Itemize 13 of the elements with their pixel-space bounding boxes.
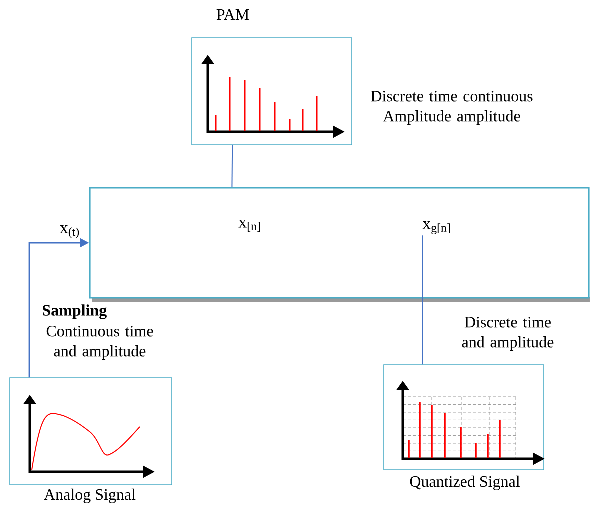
edge-label: x$_{(t)}$ <box>60 226 80 238</box>
connector-line <box>422 235 424 366</box>
description-text: Continuous time and amplitude <box>46 326 154 360</box>
chart-caption: Analog Signal <box>44 488 136 504</box>
signal-label: x$_{[n]}$ <box>238 220 260 232</box>
connector-line <box>232 144 234 188</box>
description-text: Discrete time continuous Amplitude amplitude <box>371 91 533 125</box>
chart-caption: PAM <box>216 9 250 20</box>
description-text: Sampling <box>43 304 107 320</box>
system-box <box>89 187 590 302</box>
description-text: Discrete time and amplitude <box>462 317 554 351</box>
signal-label: x$_{g[n]}$ <box>422 222 450 234</box>
chart-caption: Quantized Signal <box>410 476 520 490</box>
